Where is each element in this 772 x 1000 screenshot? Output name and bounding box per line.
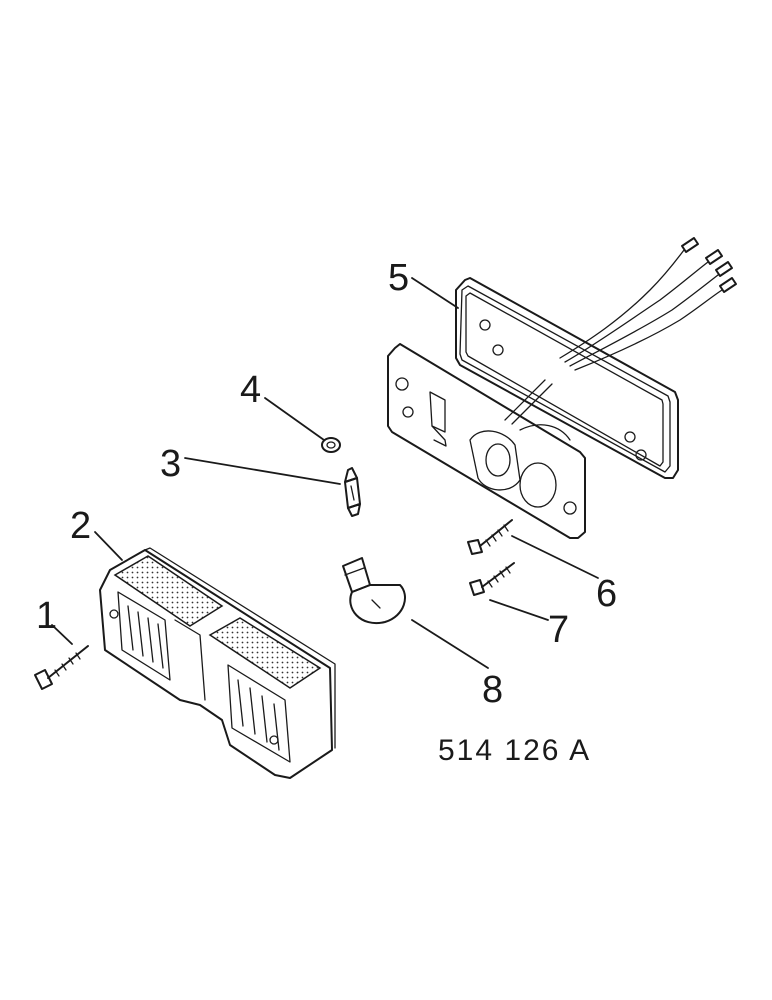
- leader-lines: [51, 277, 599, 669]
- gasket-wiring-harness: [455, 237, 737, 479]
- festoon-bulb: [344, 467, 361, 517]
- callout-6: 6: [596, 573, 617, 615]
- leader-4: [264, 397, 325, 441]
- callout-3: 3: [160, 443, 181, 485]
- screw-6: [467, 519, 513, 555]
- leader-6: [511, 535, 599, 579]
- callouts: 1 2 3 4 5 6 7 8: [36, 257, 617, 711]
- callout-5: 5: [388, 257, 409, 299]
- drawing-code: 514 126 A: [438, 734, 591, 767]
- leader-7: [489, 599, 549, 621]
- leader-3: [184, 457, 341, 485]
- base-plate: [387, 343, 586, 539]
- callout-7: 7: [548, 609, 569, 651]
- callout-2: 2: [70, 505, 91, 547]
- leader-5: [411, 277, 459, 309]
- screw-1: [34, 645, 89, 690]
- callout-1: 1: [36, 595, 57, 637]
- callout-4: 4: [240, 369, 261, 411]
- leader-1: [51, 624, 73, 645]
- callout-8: 8: [482, 669, 503, 711]
- lens-assembly: [99, 547, 336, 779]
- bayonet-bulb: [342, 557, 406, 625]
- screw-7: [469, 562, 515, 596]
- leader-2: [94, 531, 123, 561]
- leader-8: [411, 619, 489, 669]
- nut: [321, 437, 341, 453]
